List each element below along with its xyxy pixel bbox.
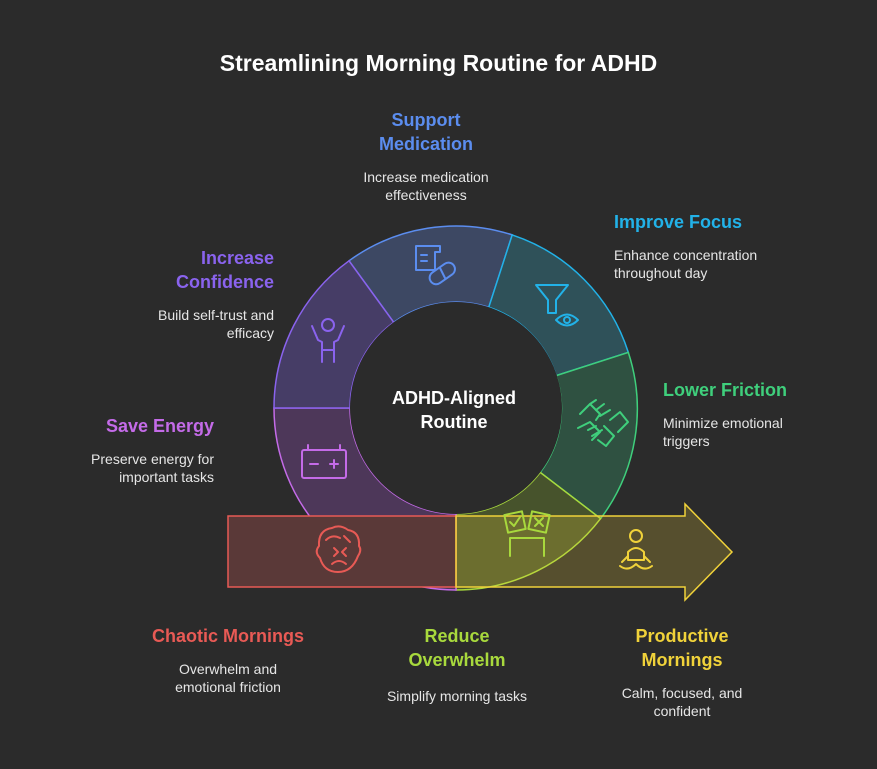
handshake-icon — [577, 399, 629, 447]
stressed-face-icon — [315, 525, 362, 573]
overwhelm-title-line-1: Reduce — [424, 626, 490, 646]
chaotic-mornings-title: Chaotic Mornings — [152, 626, 304, 646]
center-label: ADHD-Aligned Routine — [356, 386, 552, 434]
person-arms-up-icon — [311, 318, 345, 363]
support-title-line-1: Support — [391, 110, 461, 130]
productive-desc-line-2: confident — [653, 703, 711, 719]
energy-desc-line-1: Preserve energy for — [91, 451, 214, 467]
support-desc-line-1: Increase medication — [363, 169, 489, 185]
reduce-overwhelm-title: Reduce Overwhelm — [357, 624, 557, 672]
overwhelm-title-line-2: Overwhelm — [408, 650, 506, 670]
productive-title-line-2: Mornings — [641, 650, 723, 670]
confidence-title-line-2: Confidence — [175, 272, 274, 292]
support-desc-line-2: effectiveness — [385, 187, 467, 203]
focus-desc-line-2: throughout day — [614, 265, 708, 281]
friction-desc-line-2: triggers — [663, 433, 710, 449]
productive-desc-line-1: Calm, focused, and — [621, 685, 743, 701]
chaotic-desc-line-1: Overwhelm and — [178, 661, 278, 677]
task-cards-icon — [503, 510, 551, 557]
productive-mornings-title: Productive Mornings — [582, 624, 782, 672]
increase-confidence-desc: Build self-trust and efficacy — [74, 306, 274, 342]
chaotic-desc-line-2: emotional friction — [175, 679, 281, 695]
focus-desc-line-1: Enhance concentration — [614, 247, 758, 263]
center-line-1: ADHD-Aligned — [392, 388, 516, 408]
lower-friction-title: Lower Friction — [663, 380, 788, 400]
save-energy-title: Save Energy — [105, 416, 214, 436]
productive-arrow — [455, 502, 734, 602]
increase-confidence-title: Increase Confidence — [74, 246, 274, 294]
friction-desc-line-1: Minimize emotional — [663, 415, 783, 431]
funnel-eye-icon — [535, 284, 579, 327]
support-medication-desc: Increase medication effectiveness — [326, 168, 526, 204]
confidence-title-line-1: Increase — [200, 248, 274, 268]
productive-mornings-desc: Calm, focused, and confident — [582, 684, 782, 720]
lower-friction-desc: Minimize emotional triggers — [663, 414, 863, 450]
battery-icon — [301, 444, 347, 479]
center-line-2: Routine — [420, 412, 488, 432]
support-title-line-2: Medication — [378, 134, 473, 154]
productive-title-line-1: Productive — [635, 626, 729, 646]
confidence-desc-line-1: Build self-trust and — [158, 307, 274, 323]
energy-desc-line-2: important tasks — [119, 469, 214, 485]
medication-icon — [415, 245, 456, 286]
reduce-overwhelm-desc: Simplify morning tasks — [386, 688, 528, 704]
support-medication-title: Support Medication — [326, 108, 526, 156]
chaotic-mornings-desc: Overwhelm and emotional friction — [128, 660, 328, 696]
page-title: Streamlining Morning Routine for ADHD — [219, 50, 658, 76]
save-energy-desc: Preserve energy for important tasks — [14, 450, 214, 486]
meditation-icon — [619, 529, 653, 570]
center-circle — [350, 302, 562, 514]
improve-focus-title: Improve Focus — [614, 212, 743, 232]
confidence-desc-line-2: efficacy — [226, 325, 274, 341]
improve-focus-desc: Enhance concentration throughout day — [614, 246, 814, 282]
